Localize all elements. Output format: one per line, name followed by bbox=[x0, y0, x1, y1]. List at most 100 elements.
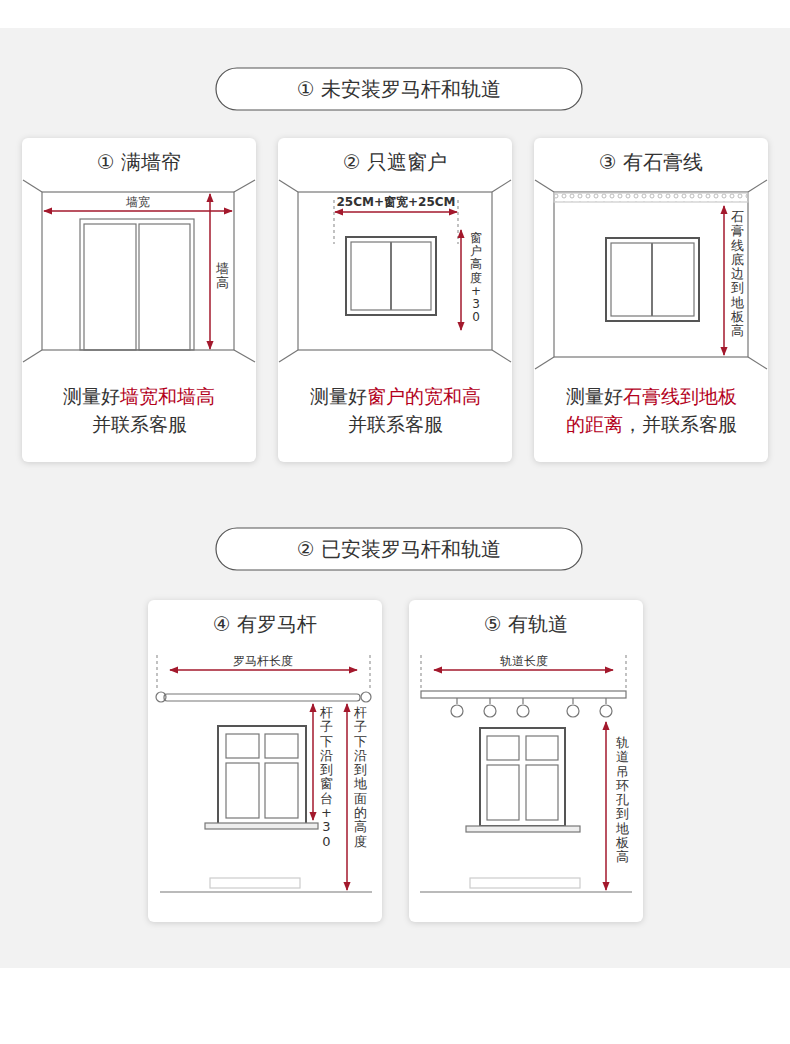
measure-card: ④ 有罗马杆 bbox=[148, 600, 382, 922]
section-header: ② 已安装罗马杆和轨道 bbox=[216, 528, 582, 570]
line-shape bbox=[572, 698, 573, 704]
rect-shape bbox=[466, 826, 580, 832]
dimension-label: 罗马杆长度 bbox=[233, 653, 293, 670]
dimension-label: 石膏线底边到地板高 bbox=[731, 210, 744, 339]
line-shape bbox=[456, 698, 457, 704]
instruction-text: 并联系客服 bbox=[306, 410, 485, 438]
circle-shape bbox=[361, 692, 371, 702]
line-shape bbox=[605, 722, 607, 890]
rect-shape bbox=[346, 237, 436, 315]
measure-card: ① 满墙帘测量好墙宽和墙高并联系客服 bbox=[22, 138, 256, 462]
rect-shape bbox=[216, 528, 582, 570]
instruction-text: 测量好 bbox=[566, 385, 623, 407]
dimension-label: 杆子下沿到窗台+30 bbox=[320, 706, 333, 849]
instruction-text: ，并联系客服 bbox=[623, 413, 737, 435]
instruction: 测量好墙宽和墙高并联系客服 bbox=[50, 382, 229, 438]
line-shape bbox=[160, 891, 372, 892]
g-shape bbox=[279, 180, 511, 362]
rect-shape bbox=[554, 192, 748, 357]
circle-shape bbox=[567, 705, 579, 717]
line-shape bbox=[335, 211, 457, 213]
line-shape bbox=[522, 698, 523, 704]
rect-shape bbox=[84, 224, 136, 350]
dimension-label: 墙高 bbox=[216, 262, 229, 291]
rect-shape bbox=[216, 68, 582, 110]
line-shape bbox=[625, 655, 626, 688]
line-shape bbox=[279, 350, 298, 362]
instruction-text: 测量好 bbox=[63, 385, 120, 407]
rect-shape bbox=[351, 242, 431, 310]
g-shape bbox=[535, 180, 767, 369]
line-shape bbox=[420, 655, 421, 688]
line-shape bbox=[234, 350, 255, 362]
rect-shape bbox=[409, 600, 643, 922]
rect-shape bbox=[265, 734, 298, 758]
g-shape bbox=[23, 180, 255, 362]
line-shape bbox=[279, 180, 298, 192]
rect-shape bbox=[148, 600, 382, 922]
rect-shape bbox=[526, 736, 558, 760]
rect-shape bbox=[298, 192, 492, 350]
rect-shape bbox=[22, 138, 256, 462]
rect-shape bbox=[554, 193, 748, 202]
line-shape bbox=[420, 891, 632, 892]
rect-shape bbox=[226, 763, 259, 818]
rect-shape bbox=[210, 878, 300, 888]
card-title: ⑤ 有轨道 bbox=[409, 610, 643, 638]
circle-shape bbox=[600, 705, 612, 717]
g-shape bbox=[420, 655, 632, 892]
rect-shape bbox=[487, 736, 519, 760]
rect-shape bbox=[226, 734, 259, 758]
line-shape bbox=[748, 180, 767, 192]
line-shape bbox=[44, 210, 232, 212]
line-shape bbox=[605, 698, 606, 704]
section-title: ② 已安装罗马杆和轨道 bbox=[216, 528, 582, 570]
rect-shape bbox=[421, 691, 626, 698]
rect-shape bbox=[265, 763, 298, 818]
line-shape bbox=[333, 200, 334, 244]
line-shape bbox=[535, 180, 554, 192]
card-title: ③ 有石膏线 bbox=[534, 148, 768, 176]
section-title: ① 未安装罗马杆和轨道 bbox=[216, 68, 582, 110]
dimension-label: 窗户高度+30 bbox=[470, 232, 482, 324]
rect-shape bbox=[80, 219, 194, 350]
line-shape bbox=[156, 655, 157, 688]
line-shape bbox=[234, 180, 255, 192]
line-shape bbox=[23, 180, 42, 192]
card-title: ① 满墙帘 bbox=[22, 148, 256, 176]
instruction-text: 测量好 bbox=[310, 385, 367, 407]
circle-shape bbox=[156, 692, 166, 702]
line-shape bbox=[170, 669, 357, 671]
circle-shape bbox=[451, 705, 463, 717]
rect-shape bbox=[534, 138, 768, 462]
card-title: ② 只遮窗户 bbox=[278, 148, 512, 176]
dimension-label: 25CM+窗宽+25CM bbox=[336, 194, 455, 211]
dimension-label: 杆子下沿到地面的高度 bbox=[354, 706, 367, 849]
rect-shape bbox=[139, 224, 190, 350]
dimension-label: 轨道吊环孔到地板高 bbox=[616, 736, 629, 865]
instruction-text: 并联系客服 bbox=[50, 410, 229, 438]
rect-shape bbox=[205, 823, 318, 829]
rect-shape bbox=[42, 192, 234, 350]
line-shape bbox=[492, 350, 511, 362]
line-shape bbox=[492, 180, 511, 192]
line-shape bbox=[346, 704, 348, 890]
rect-shape bbox=[487, 765, 519, 820]
line-shape bbox=[651, 243, 653, 316]
line-shape bbox=[209, 194, 211, 349]
rect-shape bbox=[526, 765, 558, 820]
g-shape bbox=[22, 138, 768, 922]
instruction: 测量好石膏线到地板的距离，并联系客服 bbox=[562, 382, 741, 438]
line-shape bbox=[723, 206, 725, 355]
g-shape bbox=[451, 698, 612, 717]
line-shape bbox=[460, 230, 462, 330]
line-shape bbox=[489, 698, 490, 704]
instruction: 测量好窗户的宽和高并联系客服 bbox=[306, 382, 485, 438]
measure-card: ⑤ 有轨道 bbox=[409, 600, 643, 922]
section-header: ① 未安装罗马杆和轨道 bbox=[216, 68, 582, 110]
rect-shape bbox=[611, 243, 694, 316]
circle-shape bbox=[517, 705, 529, 717]
highlight-text: 窗户的宽和高 bbox=[367, 385, 481, 407]
rect-shape bbox=[470, 878, 580, 888]
rect-shape bbox=[606, 238, 699, 321]
